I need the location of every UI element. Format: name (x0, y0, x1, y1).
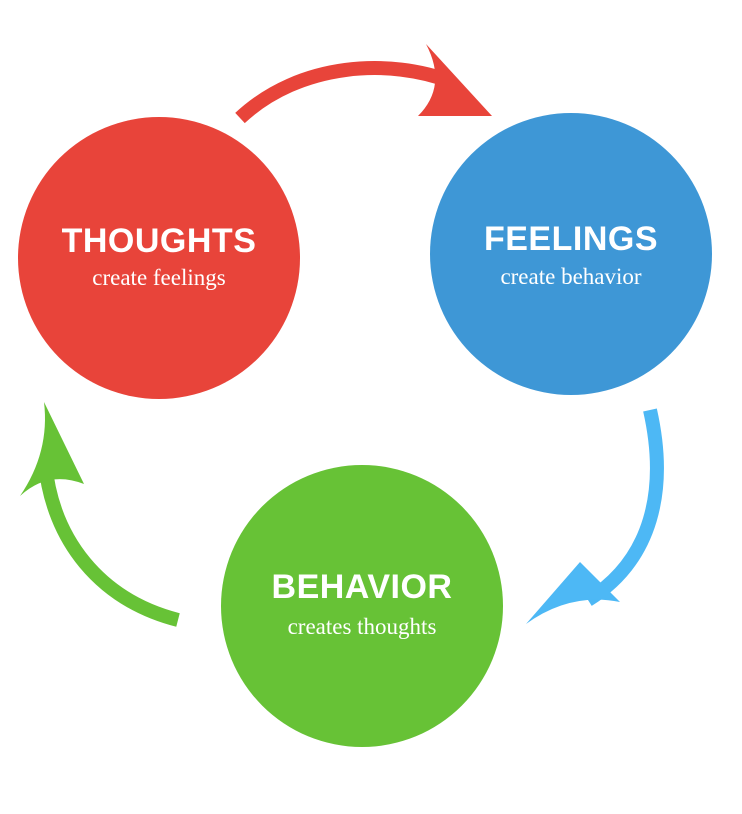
node-thoughts-circle (18, 117, 300, 399)
node-behavior-circle (221, 465, 503, 747)
node-behavior: BEHAVIOR creates thoughts (221, 465, 503, 747)
node-thoughts: THOUGHTS create feelings (18, 117, 300, 399)
node-thoughts-title: THOUGHTS (62, 222, 257, 260)
arrow-behavior-to-thoughts-shaft (38, 461, 180, 627)
node-feelings-subtitle: create behavior (500, 264, 641, 289)
node-behavior-subtitle: creates thoughts (288, 614, 437, 639)
node-thoughts-subtitle: create feelings (92, 265, 225, 290)
arrow-thoughts-to-feelings (235, 44, 492, 124)
arrow-thoughts-to-feelings-head (418, 44, 492, 116)
node-feelings-title: FEELINGS (484, 220, 658, 258)
node-feelings-circle (430, 113, 712, 395)
node-behavior-title: BEHAVIOR (272, 568, 453, 606)
arrow-behavior-to-thoughts-head (20, 402, 84, 496)
arrow-behavior-to-thoughts (20, 402, 180, 627)
node-feelings: FEELINGS create behavior (430, 113, 712, 395)
arrow-feelings-to-behavior-shaft (584, 408, 664, 606)
arrow-feelings-to-behavior-head (526, 562, 620, 624)
arrow-thoughts-to-feelings-shaft (235, 61, 455, 124)
arrow-feelings-to-behavior (526, 408, 664, 624)
